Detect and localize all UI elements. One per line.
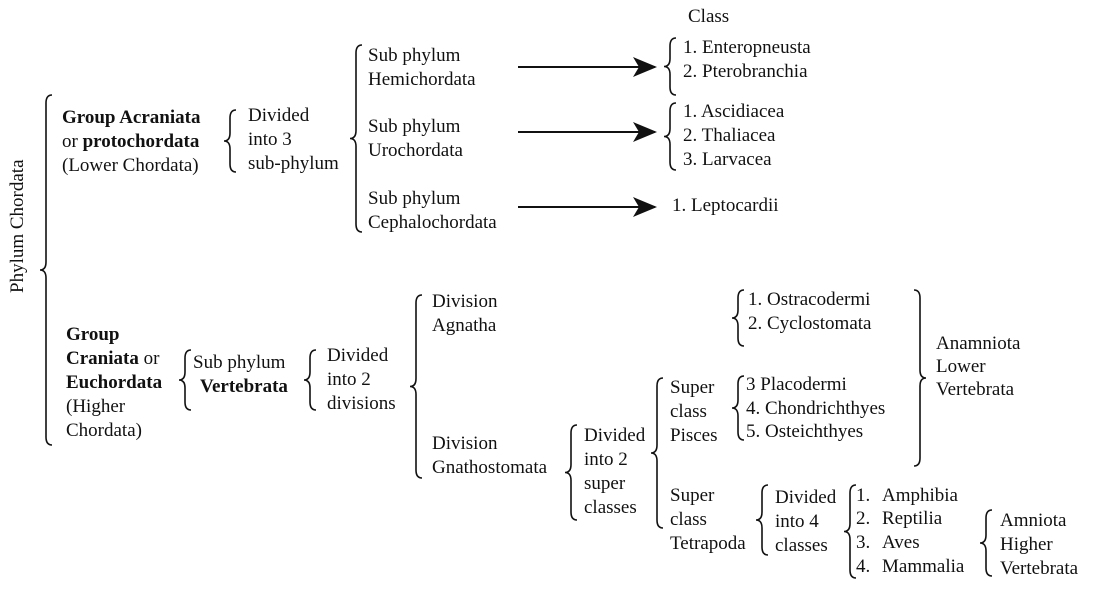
- gnatho-divided-4: classes: [584, 497, 637, 518]
- class-item: 1. Leptocardii: [672, 195, 779, 216]
- tetrapoda-l2: class: [670, 509, 707, 530]
- anamniota-l2: Lower: [936, 356, 986, 377]
- brace-agnatha-classes: [731, 289, 745, 347]
- acraniata-note: (Lower Chordata): [62, 155, 199, 176]
- class-item: 3. Larvacea: [683, 149, 772, 170]
- brace-divisions: [409, 294, 423, 479]
- gnatho-divided-3: super: [584, 473, 626, 494]
- brace-subphyla: [349, 44, 363, 233]
- brace-phylum: [39, 94, 53, 446]
- class-item: Reptilia: [882, 508, 943, 529]
- amniota-l3: Vertebrata: [1000, 558, 1079, 579]
- hemichordata-l1: Sub phylum: [368, 45, 461, 66]
- group-craniata-l3: Euchordata: [66, 372, 163, 393]
- group-craniata-l4: (Higher: [66, 396, 126, 417]
- class-num: 2.: [856, 508, 871, 529]
- class-item: 2. Pterobranchia: [683, 61, 808, 82]
- class-num: 1.: [856, 485, 871, 506]
- cephalochordata-l1: Sub phylum: [368, 188, 461, 209]
- class-item: 1. Ostracodermi: [748, 289, 871, 310]
- class-item: 5. Osteichthyes: [746, 421, 864, 442]
- brace-pisces-classes: [731, 375, 745, 441]
- brace-amniota: [979, 509, 993, 577]
- phylum-title: Phylum Chordata: [7, 159, 28, 293]
- agnatha-l1: Division: [432, 291, 498, 312]
- group-craniata-l2: Craniata or: [66, 348, 160, 369]
- subphylum-label: Sub phylum: [193, 352, 286, 373]
- class-num: 3.: [856, 532, 871, 553]
- subphylum-vertebrata: Vertebrata: [200, 376, 288, 397]
- class-item: 3 Placodermi: [746, 374, 847, 395]
- urochordata-l1: Sub phylum: [368, 116, 461, 137]
- pisces-l3: Pisces: [670, 425, 718, 446]
- gnatho-divided-2: into 2: [584, 449, 628, 470]
- acraniata-divided-2: into 3: [248, 129, 292, 150]
- class-item: 1. Enteropneusta: [683, 37, 811, 58]
- acraniata-alt: or protochordata: [62, 131, 200, 152]
- brace-gnathostomata: [564, 424, 578, 521]
- anamniota-l3: Vertebrata: [936, 379, 1015, 400]
- amniota-l1: Amniota: [1000, 510, 1067, 531]
- gnathostomata-l1: Division: [432, 433, 498, 454]
- cephalochordata-l2: Cephalochordata: [368, 212, 497, 233]
- tetra-divided-3: classes: [775, 535, 828, 556]
- class-item: 2. Cyclostomata: [748, 313, 872, 334]
- tetrapoda-l1: Super: [670, 485, 715, 506]
- vert-divided-1: Divided: [327, 345, 389, 366]
- tetra-divided-2: into 4: [775, 511, 819, 532]
- brace-vertebrata: [303, 349, 317, 411]
- class-item: Amphibia: [882, 485, 958, 506]
- class-item: 1. Ascidiacea: [683, 101, 785, 122]
- class-item: Aves: [882, 532, 920, 553]
- tetrapoda-l3: Tetrapoda: [670, 533, 746, 554]
- group-craniata-l5: Chordata): [66, 420, 142, 441]
- group-acraniata: Group Acraniata: [62, 107, 201, 128]
- anamniota-l1: Anamniota: [936, 333, 1021, 354]
- vert-divided-2: into 2: [327, 369, 371, 390]
- tetra-divided-1: Divided: [775, 487, 837, 508]
- brace-acraniata: [223, 109, 237, 173]
- brace-tetra-classes: [843, 484, 857, 579]
- acraniata-divided-1: Divided: [248, 105, 310, 126]
- class-item: 2. Thaliacea: [683, 125, 776, 146]
- pisces-l2: class: [670, 401, 707, 422]
- gnatho-divided-1: Divided: [584, 425, 646, 446]
- hemichordata-l2: Hemichordata: [368, 69, 476, 90]
- urochordata-l2: Urochordata: [368, 140, 463, 161]
- group-craniata-l1: Group: [66, 324, 120, 345]
- class-num: 4.: [856, 556, 871, 577]
- vert-divided-3: divisions: [327, 393, 396, 414]
- class-item: 4. Chondrichthyes: [746, 398, 886, 419]
- amniota-l2: Higher: [1000, 534, 1053, 555]
- agnatha-l2: Agnatha: [432, 315, 497, 336]
- pisces-l1: Super: [670, 377, 715, 398]
- brace-superclasses: [650, 377, 664, 529]
- class-heading: Class: [688, 6, 730, 27]
- brace-anamniota: [913, 289, 927, 467]
- brace-craniata: [178, 349, 192, 411]
- brace-uro-classes: [663, 102, 677, 171]
- class-item: Mammalia: [882, 556, 965, 577]
- brace-tetrapoda: [755, 484, 769, 556]
- brace-hemi-classes: [663, 37, 677, 96]
- gnathostomata-l2: Gnathostomata: [432, 457, 548, 478]
- acraniata-divided-3: sub-phylum: [248, 153, 339, 174]
